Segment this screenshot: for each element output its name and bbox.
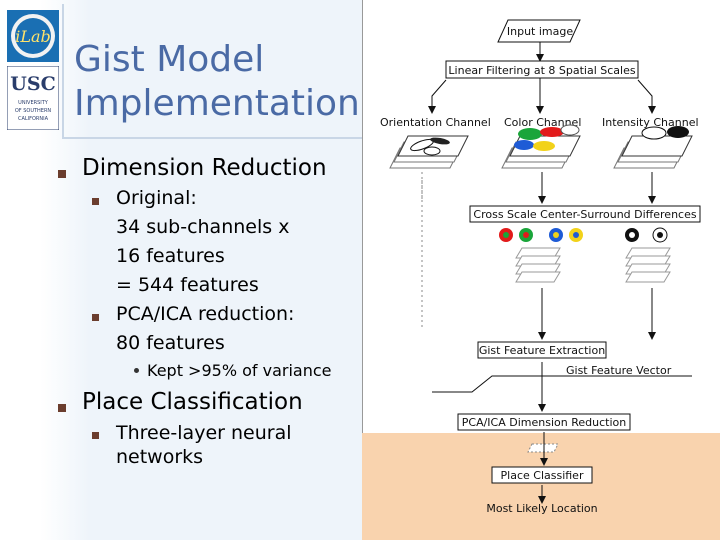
sub-bullet-neural-networks: Three-layer neural networks [116,421,292,469]
orientation-channel-label: Orientation Channel [380,116,491,129]
color-feature-maps [515,247,561,283]
white-blob [560,124,580,136]
orientation-image-stack [389,135,469,169]
flow-arrow [428,79,447,114]
gist-vector-line [432,375,692,393]
sub-bullet-original: Original: 34 sub-channels x 16 features … [116,184,289,300]
sub-bullet-marker [92,432,99,439]
intensity-feature-maps [625,247,671,283]
text-line: 34 sub-channels x [116,216,290,238]
place-classifier-label: Place Classifier [501,469,584,482]
text-line: 16 features [116,245,225,267]
yellow-blob [533,141,555,151]
sub-bullet-marker [92,314,99,321]
usc-logo: USC UNIVERSITY OF SOUTHERN CALIFORNIA [7,66,59,130]
svg-text:iLab: iLab [15,27,51,46]
input-image-label: Input image [507,25,573,38]
input-image-box [497,19,581,43]
blue-blob [514,140,534,150]
intensity-image-stack [613,126,693,169]
svg-text:CALIFORNIA: CALIFORNIA [18,116,49,122]
title-line-2: Implementation [74,83,360,124]
sub-sub-bullet-variance: Kept >95% of variance [147,361,332,380]
bullet-dimension-reduction: Dimension Reduction [82,155,327,181]
title-line-1: Gist Model [74,39,265,80]
text-line: = 544 features [116,274,259,296]
slide-title: Gist Model Implementation [74,38,360,126]
gist-vector-label: Gist Feature Vector [566,364,672,377]
text-line: Three-layer neural [116,422,292,444]
svg-text:UNIVERSITY: UNIVERSITY [18,100,49,106]
cross-scale-label: Cross Scale Center-Surround Differences [473,208,696,221]
pca-box [457,413,631,431]
svg-text:OF SOUTHERN: OF SOUTHERN [15,108,52,114]
center-surround-circles [499,227,668,243]
gist-extraction-label: Gist Feature Extraction [479,344,605,357]
linear-filtering-label: Linear Filtering at 8 Spatial Scales [448,64,635,77]
sub-bullet-pca: PCA/ICA reduction: 80 features [116,300,294,358]
intensity-channel-label: Intensity Channel [602,116,699,129]
green-blob [518,128,542,140]
gist-model-diagram: Input image Linear Filtering at 8 Spatia… [380,19,701,515]
flow-arrow [637,79,656,114]
reduced-vector-box [527,443,559,453]
text-line: Original: [116,187,197,209]
bullet-marker [58,170,66,178]
bullet-marker [58,404,66,412]
title-divider-horizontal [62,137,362,139]
text-line: networks [116,446,204,468]
sub-sub-bullet-marker [134,368,139,373]
text-line: 80 features [116,332,225,354]
bullet-place-classification: Place Classification [82,389,303,415]
color-channel-label: Color Channel [504,116,581,129]
text-line: PCA/ICA reduction: [116,303,295,325]
place-classifier-box [491,466,593,484]
cross-scale-box [469,205,701,223]
gist-extraction-box [477,341,607,359]
sub-bullet-marker [92,198,99,205]
color-image-stack [501,124,581,169]
title-divider-vertical [62,4,64,137]
pca-label: PCA/ICA Dimension Reduction [462,416,626,429]
ilab-logo: iLab [7,10,59,62]
linear-filtering-box [445,60,639,79]
output-label: Most Likely Location [486,502,597,515]
red-blob [540,127,564,137]
svg-text:USC: USC [10,73,55,95]
